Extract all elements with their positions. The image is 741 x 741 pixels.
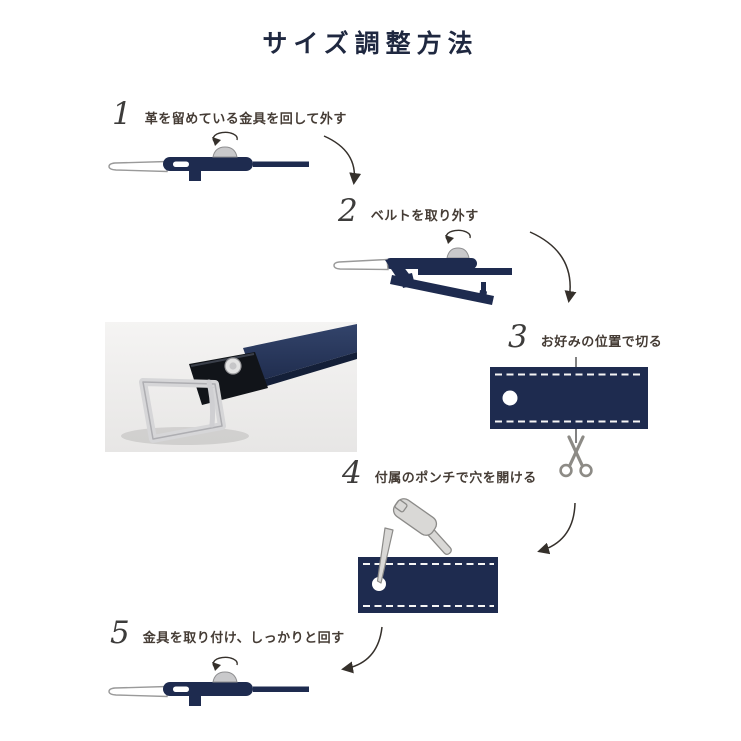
step-5-label: 金具を取り付け、しっかりと回す: [142, 630, 345, 645]
belt-buckle-photo: [105, 322, 357, 452]
step-4-illustration: [352, 490, 582, 618]
belt-hole: [502, 390, 518, 406]
flow-arrow-step1-to-step2: [323, 135, 362, 185]
screw-dome: [212, 146, 238, 158]
photo-buckle-frame-shade: [142, 381, 223, 440]
mallet-icon: [392, 498, 452, 556]
mallet-knob: [394, 499, 408, 513]
step-4-number: 4: [342, 455, 362, 491]
step-2-label: ベルトを取り外す: [370, 208, 479, 223]
step-1-label: 革を留めている金具を回して外す: [144, 111, 347, 126]
scissors-icon: [559, 435, 593, 478]
punched-hole: [372, 577, 386, 591]
step-5-header: 5 金具を取り付け、しっかりと回す: [110, 618, 345, 649]
belt-strap-bar: [253, 161, 309, 167]
step-3-illustration: [486, 355, 658, 479]
screw-dome: [446, 247, 470, 259]
belt-strip: [490, 367, 648, 429]
housing-slot: [173, 161, 189, 167]
step-5-number: 5: [110, 615, 130, 651]
photo-snap-button-center: [229, 362, 237, 370]
flow-arrow-step2-to-step3: [529, 231, 577, 303]
photo-buckle-prong: [206, 379, 216, 428]
rotate-arrow-icon: [212, 131, 238, 146]
step-3-number: 3: [508, 319, 528, 355]
detached-strap-bar: [418, 268, 512, 275]
rotate-arrow-icon: [445, 229, 471, 244]
flow-arrow-step4-to-step5: [341, 626, 383, 674]
step-1-header: 1 革を留めている金具を回して外す: [112, 99, 347, 130]
belt-tip: [108, 160, 168, 173]
step-5-illustration: [103, 653, 313, 713]
housing-tab: [189, 169, 201, 181]
buckle-housing: [163, 157, 253, 171]
belt-fastener-side-view: [108, 131, 309, 181]
strap-hook-stem: [481, 282, 486, 292]
punch-icon: [376, 527, 394, 584]
step-2-illustration: [330, 226, 535, 308]
belt-strip: [358, 557, 498, 613]
detached-strap: [390, 275, 494, 305]
photo-belt-edge: [255, 352, 357, 389]
belt-tip: [333, 258, 389, 271]
step-2-number: 2: [338, 193, 358, 229]
photo-belt-strap: [243, 324, 357, 382]
step-2-header: 2 ベルトを取り外す: [338, 196, 479, 227]
step-3-label: お好みの位置で切る: [540, 334, 663, 349]
page-title: サイズ調整方法: [262, 29, 479, 58]
step-1-number: 1: [112, 96, 132, 132]
step-4-header: 4 付属のポンチで穴を開ける: [342, 458, 537, 489]
step-3-header: 3 お好みの位置で切る: [508, 322, 662, 353]
step-1-illustration: [103, 128, 313, 188]
photo-leather-highlight: [190, 353, 255, 367]
buckle-housing: [385, 258, 477, 269]
step-4-label: 付属のポンチで穴を開ける: [374, 470, 537, 485]
